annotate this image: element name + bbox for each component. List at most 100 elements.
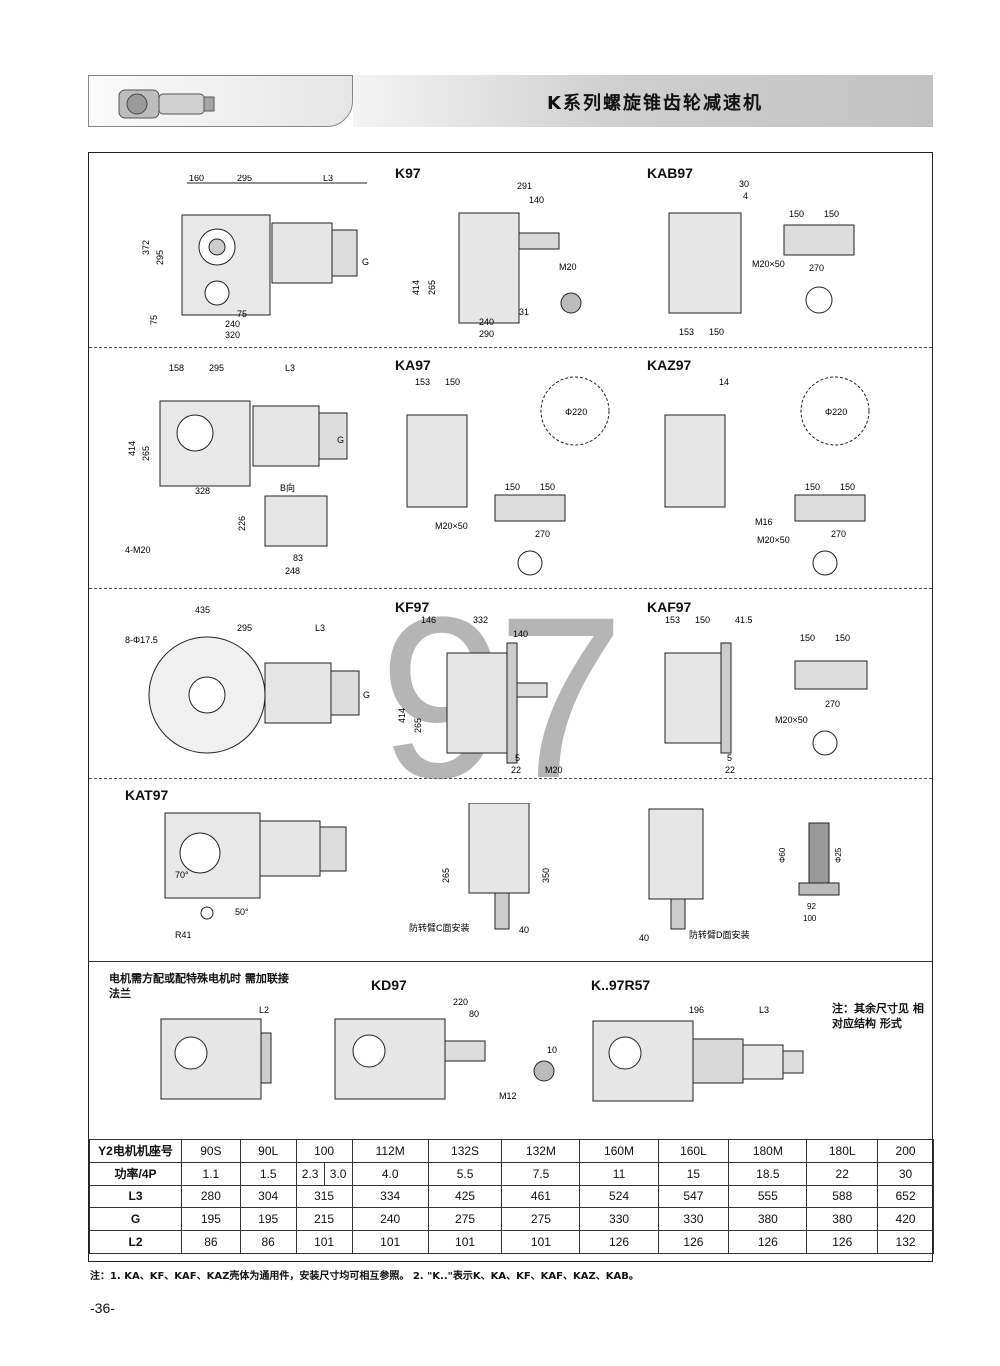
table-cell: 4.0	[351, 1161, 429, 1186]
svg-text:40: 40	[639, 933, 649, 943]
page-title: K系列螺旋锥齿轮减速机	[547, 93, 763, 114]
svg-text:M20×50: M20×50	[435, 521, 468, 531]
table-cell: 330	[657, 1207, 730, 1232]
label-kd97: KD97	[371, 977, 407, 993]
svg-text:295: 295	[155, 250, 165, 265]
svg-text:196: 196	[689, 1005, 704, 1015]
table-cell: 315	[295, 1184, 353, 1209]
svg-text:150: 150	[824, 209, 839, 219]
svg-text:L3: L3	[323, 175, 333, 183]
svg-text:270: 270	[825, 699, 840, 709]
table-cell: 101	[295, 1230, 353, 1254]
label-k97: K97	[395, 165, 421, 181]
svg-text:150: 150	[445, 377, 460, 387]
svg-text:150: 150	[800, 633, 815, 643]
svg-text:150: 150	[789, 209, 804, 219]
svg-text:270: 270	[831, 529, 846, 539]
svg-text:270: 270	[809, 263, 824, 273]
table-cell: 555	[728, 1184, 808, 1209]
svg-text:4-M20: 4-M20	[125, 545, 151, 555]
svg-text:295: 295	[237, 623, 252, 633]
table-cell: 30	[877, 1161, 934, 1186]
label-k97r57: K..97R57	[591, 977, 651, 993]
table-cell: 132	[877, 1230, 934, 1254]
table-row: G 195 195 215 240 275 275 330 330 380 38…	[89, 1207, 934, 1232]
table-cell: 15	[657, 1161, 730, 1186]
svg-text:153: 153	[679, 327, 694, 335]
svg-text:R41: R41	[175, 930, 192, 940]
table-cell: 160M	[579, 1139, 659, 1163]
svg-text:270: 270	[535, 529, 550, 539]
label-kaf97: KAF97	[647, 599, 692, 615]
svg-text:M20×50: M20×50	[775, 715, 808, 725]
table-cell: 195	[239, 1207, 297, 1232]
svg-text:41.5: 41.5	[735, 615, 753, 625]
svg-text:372: 372	[141, 240, 151, 255]
svg-text:4: 4	[743, 191, 748, 201]
svg-text:146: 146	[421, 615, 436, 625]
svg-text:22: 22	[725, 765, 735, 773]
svg-text:150: 150	[840, 482, 855, 492]
table-cell: 112M	[351, 1139, 429, 1163]
svg-text:140: 140	[529, 195, 544, 205]
label-kat97: KAT97	[125, 787, 169, 803]
table-cell: 380	[728, 1207, 808, 1232]
svg-text:40: 40	[519, 925, 529, 935]
svg-text:5: 5	[727, 753, 732, 763]
table-cell: 90S	[181, 1139, 241, 1163]
table-cell: 380	[806, 1207, 879, 1232]
table-cell: 547	[657, 1184, 730, 1209]
svg-text:Φ220: Φ220	[565, 407, 587, 417]
table-cell: 280	[181, 1184, 241, 1209]
svg-text:B向: B向	[280, 482, 295, 493]
svg-text:150: 150	[835, 633, 850, 643]
table-cell: 86	[181, 1230, 241, 1254]
svg-text:150: 150	[695, 615, 710, 625]
table-cell: 330	[579, 1207, 659, 1232]
svg-text:240: 240	[479, 317, 494, 327]
motor-flange-note: 电机需方配或配特殊电机时 需加联接法兰	[109, 972, 289, 1000]
svg-text:414: 414	[127, 441, 137, 456]
svg-text:150: 150	[505, 482, 520, 492]
table-cell: 304	[239, 1184, 297, 1209]
svg-text:M20: M20	[545, 765, 563, 773]
svg-text:265: 265	[441, 868, 451, 883]
svg-text:150: 150	[709, 327, 724, 335]
label-kf97: KF97	[395, 599, 430, 615]
svg-text:295: 295	[209, 363, 224, 373]
table-cell: 180L	[806, 1139, 879, 1163]
svg-text:M16: M16	[755, 517, 773, 527]
svg-text:226: 226	[237, 516, 247, 531]
table-cell: 240	[351, 1207, 429, 1232]
table-row: Y2电机机座号 90S 90L 100 112M 132S 132M 160M …	[89, 1139, 934, 1163]
row-header: L3	[89, 1184, 182, 1209]
svg-text:Φ220: Φ220	[825, 407, 847, 417]
table-cell: 334	[351, 1184, 429, 1209]
page-number: -36-	[90, 1300, 115, 1316]
svg-text:10: 10	[547, 1045, 557, 1055]
row-header: L2	[89, 1230, 182, 1254]
svg-text:83: 83	[293, 553, 303, 563]
d-mount-caption: 防转臂D面安装	[689, 929, 750, 940]
svg-text:150: 150	[540, 482, 555, 492]
table-cell: 126	[806, 1230, 879, 1254]
table-cell: 180M	[728, 1139, 808, 1163]
svg-text:G: G	[362, 257, 369, 267]
divider	[89, 347, 932, 348]
table-cell: 652	[877, 1184, 934, 1209]
table-cell: 90L	[239, 1139, 297, 1163]
svg-text:265: 265	[413, 718, 423, 733]
table-cell: 101	[427, 1230, 503, 1254]
table-cell: 126	[579, 1230, 659, 1254]
table-cell: 22	[806, 1161, 879, 1186]
table-cell: 132M	[501, 1139, 581, 1163]
svg-text:L3: L3	[759, 1005, 769, 1015]
table-cell: 420	[877, 1207, 934, 1232]
divider	[89, 778, 932, 779]
motor-spec-table: Y2电机机座号 90S 90L 100 112M 132S 132M 160M …	[89, 1139, 934, 1254]
